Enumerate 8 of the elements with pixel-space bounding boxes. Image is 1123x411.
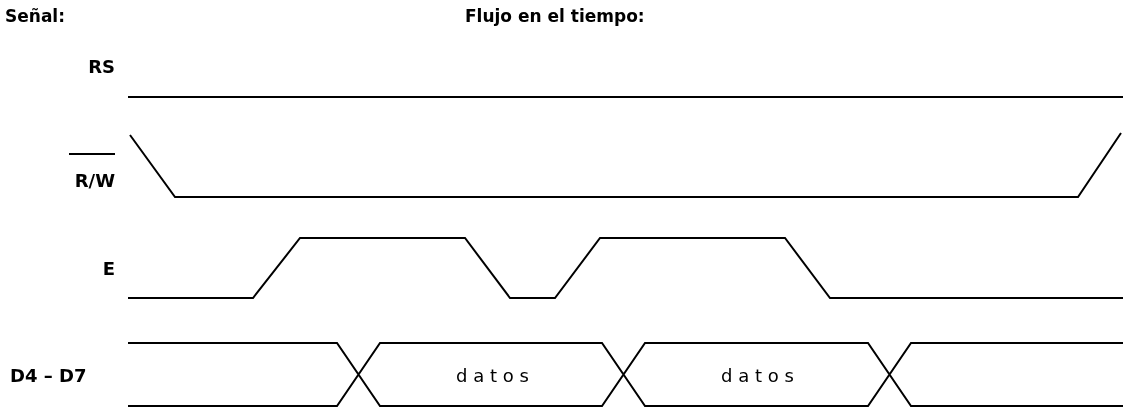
column-heading: Señal: <box>5 5 65 28</box>
data-label: d a t o s <box>456 364 529 388</box>
column-heading: Flujo en el tiempo: <box>465 5 645 28</box>
data-label: d a t o s <box>721 364 794 388</box>
signal-label: R/W <box>68 153 115 194</box>
signal-label: E <box>102 257 115 281</box>
signal-label: RS <box>88 55 115 79</box>
signal-label: D4 – D7 <box>10 364 87 388</box>
